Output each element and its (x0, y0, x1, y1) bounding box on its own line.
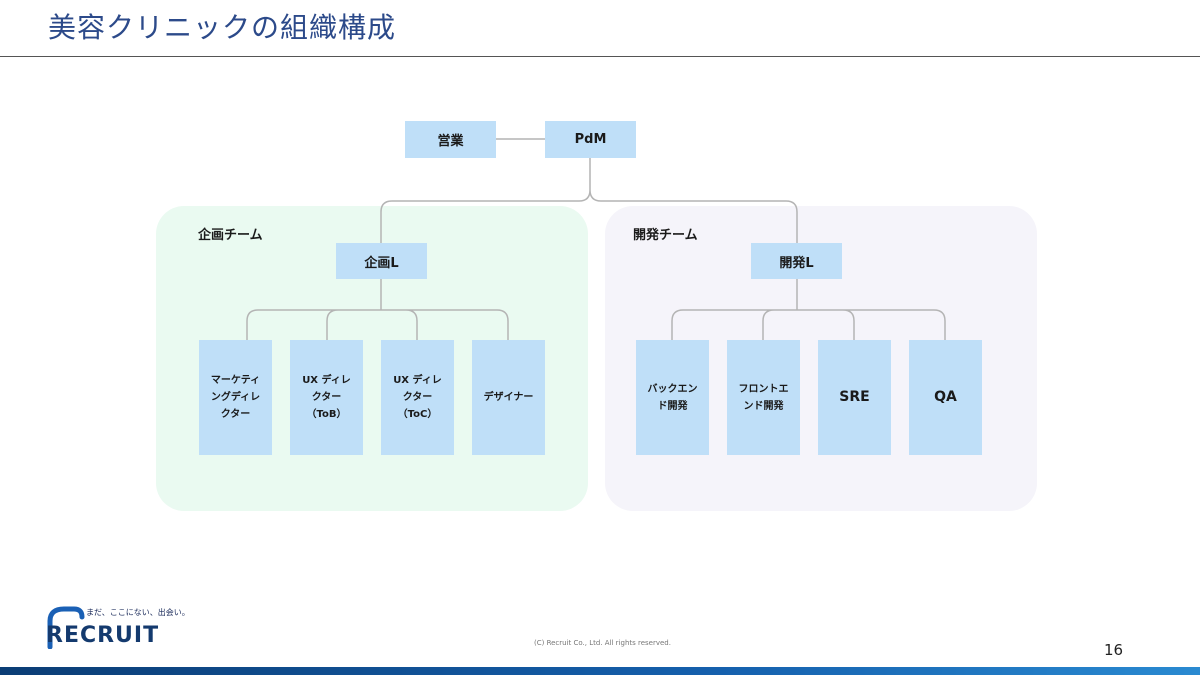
recruit-logo: まだ、ここにない、出会い。 RECRUIT (46, 605, 206, 650)
logo-wordmark: RECRUIT (46, 623, 160, 648)
pdm-box: PdM (545, 121, 636, 158)
ux-director-toc-box: UX ディレ クター （ToC） (381, 340, 454, 455)
designer-box: デザイナー (472, 340, 545, 455)
ux-director-tob-box: UX ディレ クター （ToB） (290, 340, 363, 455)
development-lead-to-members-connector (671, 279, 946, 340)
logo-tagline: まだ、ここにない、出会い。 (86, 608, 190, 617)
planning-lead-to-members-connector (246, 279, 509, 340)
logo-arc-icon (47, 606, 85, 649)
development-lead-box: 開発L (751, 243, 842, 279)
development-team-label: 開発チーム (633, 228, 698, 243)
copyright-text: (C) Recruit Co., Ltd. All rights reserve… (534, 639, 671, 647)
qa-box: QA (909, 340, 982, 455)
slide-title: 美容クリニックの組織構成 (48, 11, 397, 44)
backend-dev-box: バックエン ド開発 (636, 340, 709, 455)
marketing-director-box: マーケティ ングディレ クター (199, 340, 272, 455)
sales-box: 営業 (405, 121, 496, 158)
frontend-dev-box: フロントエ ンド開発 (727, 340, 800, 455)
page-number: 16 (1104, 641, 1124, 659)
footer-bar (0, 667, 1200, 675)
title-divider (0, 56, 1200, 57)
sre-box: SRE (818, 340, 891, 455)
planning-team-label: 企画チーム (198, 228, 263, 243)
planning-lead-box: 企画L (336, 243, 427, 279)
pdm-to-leads-connector (380, 158, 798, 244)
